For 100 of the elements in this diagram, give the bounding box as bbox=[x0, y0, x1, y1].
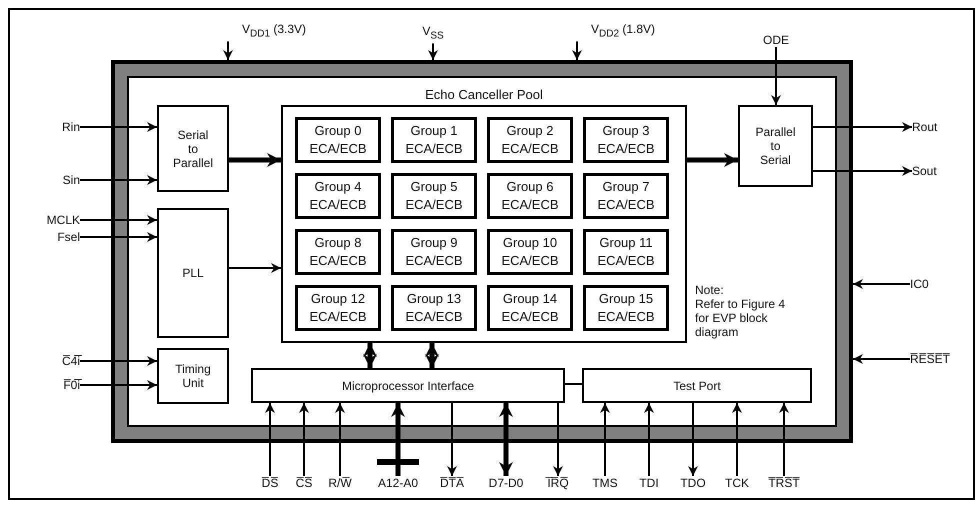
group-label: ECA/ECB bbox=[309, 140, 367, 158]
pin-label: F̅0̅i̅ bbox=[63, 378, 80, 392]
group-label: ECA/ECB bbox=[597, 196, 655, 214]
function-block bbox=[251, 368, 565, 403]
group-label: ECA/ECB bbox=[309, 252, 367, 270]
group-box bbox=[295, 229, 381, 275]
group-box bbox=[487, 117, 573, 163]
arrow bbox=[600, 403, 610, 476]
group-label: ECA/ECB bbox=[309, 196, 367, 214]
arrow bbox=[223, 41, 233, 60]
pin-label: Fsel bbox=[57, 230, 80, 244]
pin-label: R̅E̅S̅E̅T̅ bbox=[910, 352, 950, 366]
group-label: Group 8 bbox=[314, 234, 362, 252]
group-label: Group 12 bbox=[310, 290, 366, 308]
block-label: Test Port bbox=[673, 378, 721, 392]
pin-label: Sout bbox=[912, 164, 937, 178]
pin-label: TCK bbox=[725, 476, 749, 490]
arrow bbox=[779, 403, 789, 476]
arrow bbox=[425, 343, 439, 368]
group-label: ECA/ECB bbox=[405, 196, 463, 214]
group-box bbox=[391, 285, 477, 331]
arrow bbox=[80, 356, 157, 366]
group-label: Group 1 bbox=[410, 122, 458, 140]
pin-label: T̅R̅S̅T̅ bbox=[768, 476, 800, 490]
pin-label: A12-A0 bbox=[378, 476, 418, 490]
arrow bbox=[853, 354, 910, 364]
arrow bbox=[80, 175, 157, 185]
group-label: ECA/ECB bbox=[501, 308, 559, 326]
note-text: Note: bbox=[695, 283, 725, 297]
group-label: ECA/ECB bbox=[501, 196, 559, 214]
group-label: ECA/ECB bbox=[501, 140, 559, 158]
block-label: PLL bbox=[182, 266, 204, 280]
group-box bbox=[583, 173, 669, 219]
pool-title: Echo Canceller Pool bbox=[424, 88, 544, 102]
group-label: ECA/ECB bbox=[405, 252, 463, 270]
group-label: ECA/ECB bbox=[405, 308, 463, 326]
group-label: Group 2 bbox=[506, 122, 554, 140]
arrow bbox=[229, 153, 281, 167]
group-box bbox=[391, 117, 477, 163]
pin-label: D̅S̅ bbox=[262, 476, 278, 490]
function-block bbox=[738, 105, 813, 187]
group-label: ECA/ECB bbox=[597, 252, 655, 270]
function-block bbox=[582, 368, 812, 403]
group-box bbox=[583, 285, 669, 331]
group-label: ECA/ECB bbox=[405, 140, 463, 158]
group-label: ECA/ECB bbox=[501, 252, 559, 270]
group-box bbox=[487, 173, 573, 219]
arrow bbox=[335, 403, 345, 476]
pin-label: TDI bbox=[639, 476, 659, 490]
group-label: Group 14 bbox=[502, 290, 558, 308]
group-label: ECA/ECB bbox=[309, 308, 367, 326]
arrow bbox=[391, 403, 405, 476]
pin-label: R/W̅ bbox=[328, 476, 352, 490]
arrow bbox=[813, 122, 912, 132]
pin-label: I̅R̅Q̅ bbox=[547, 476, 569, 490]
pin-label: Sin bbox=[62, 173, 80, 187]
pin-label: V$_{DD1}$ (3.3V) bbox=[222, 22, 306, 42]
group-box bbox=[391, 173, 477, 219]
arrow bbox=[428, 43, 438, 60]
function-block bbox=[157, 348, 229, 404]
pin-label: Rout bbox=[912, 120, 938, 134]
arrow bbox=[447, 403, 457, 476]
group-label: Group 7 bbox=[602, 178, 650, 196]
pin-label: ODE bbox=[763, 33, 789, 47]
arrow bbox=[688, 403, 698, 476]
arrow bbox=[553, 403, 563, 476]
pin-label: V$_{SS}$ bbox=[422, 24, 444, 44]
group-label: Group 13 bbox=[406, 290, 462, 308]
arrow bbox=[80, 215, 157, 225]
arrow bbox=[732, 403, 742, 476]
arrow bbox=[229, 263, 281, 273]
group-label: ECA/ECB bbox=[597, 140, 655, 158]
arrow bbox=[265, 403, 275, 476]
group-label: Group 0 bbox=[314, 122, 362, 140]
arrow bbox=[813, 166, 912, 176]
group-label: Group 11 bbox=[599, 234, 653, 252]
arrow bbox=[644, 403, 654, 476]
group-box bbox=[487, 229, 573, 275]
group-box bbox=[295, 173, 381, 219]
group-label: Group 5 bbox=[410, 178, 458, 196]
arrow bbox=[299, 403, 309, 476]
group-label: ECA/ECB bbox=[597, 308, 655, 326]
group-label: Group 6 bbox=[506, 178, 554, 196]
arrow bbox=[853, 279, 910, 289]
block-label: Timing Unit bbox=[175, 362, 211, 390]
pin-label: C̅4̅i̅ bbox=[62, 354, 80, 368]
arrow bbox=[687, 153, 738, 167]
pin-label: Rin bbox=[62, 120, 80, 134]
pin-label: D7-D0 bbox=[488, 476, 524, 490]
group-box bbox=[583, 229, 669, 275]
pin-label: IC0 bbox=[910, 277, 929, 291]
pin-label: V$_{DD2}$ (1.8V) bbox=[571, 22, 656, 42]
note-text: Refer to Figure 4 for EVP block diagram bbox=[695, 297, 786, 339]
function-block bbox=[157, 208, 229, 338]
block-label: Microprocessor Interface bbox=[342, 378, 474, 392]
chip-outline bbox=[111, 60, 853, 443]
pin-label: D̅T̅A̅ bbox=[440, 476, 464, 490]
group-box bbox=[583, 117, 669, 163]
group-box bbox=[295, 285, 381, 331]
arrow bbox=[363, 343, 377, 368]
